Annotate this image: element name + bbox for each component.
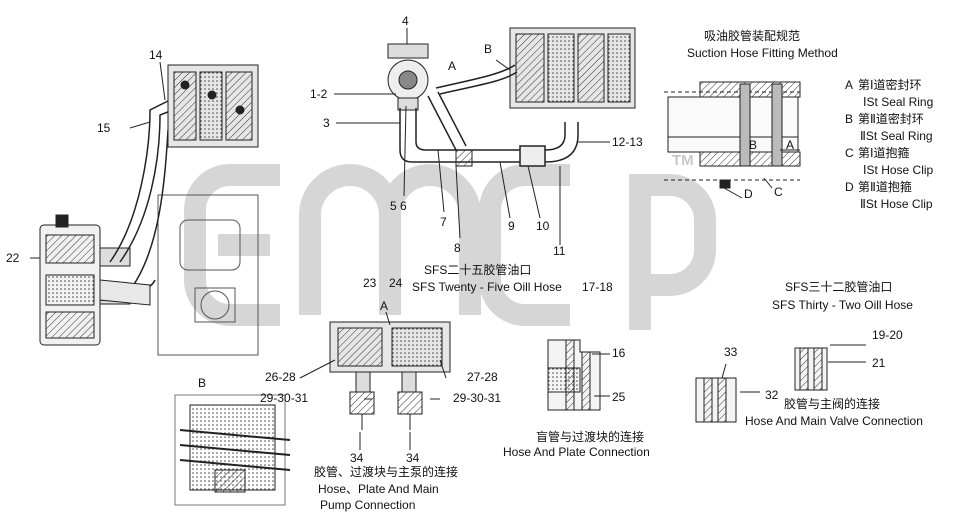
pump-feed-pipe: [99, 279, 151, 306]
callout-19-20: 19-20: [872, 328, 903, 342]
detail-b: [174, 394, 291, 506]
callout-21: 21: [872, 356, 886, 370]
section-label-d: D: [744, 187, 753, 201]
main-pump: [39, 214, 131, 346]
callout-26-28: 26-28: [265, 370, 296, 384]
valve-caption-en: Hose And Main Valve Connection: [745, 414, 923, 428]
control-valve-left: [167, 64, 259, 148]
callout-25: 25: [612, 390, 626, 404]
pump-caption-en2: Pump Connection: [320, 498, 416, 512]
legend-b-en: ⅡSt Seal Ring: [860, 129, 933, 143]
legend-b-key: B: [845, 112, 854, 126]
legend-d-en: ⅡSt Hose Clip: [860, 197, 933, 211]
legend-c-en: ⅠSt Hose Clip: [863, 163, 934, 177]
control-valve-right: [509, 27, 636, 109]
callout-4: 4: [402, 14, 409, 28]
callout-15: 15: [97, 121, 111, 135]
callout-24: 24: [389, 276, 403, 290]
callout-29-31-right: 29-30-31: [453, 391, 502, 405]
view-letter-a-top: A: [448, 59, 457, 73]
callout-34-right: 34: [406, 451, 420, 465]
legend-d-key: D: [845, 180, 854, 194]
plate-caption-cn: 盲管与过渡块的连接: [536, 430, 645, 444]
callout-11: 11: [553, 244, 566, 258]
valve-connection-section: [695, 344, 866, 423]
callout-1-2: 1-2: [310, 87, 328, 101]
pump-bracket: [157, 194, 259, 356]
watermark-logo: [184, 164, 716, 330]
legend-a-key: A: [845, 78, 854, 92]
section-label-c: C: [774, 185, 783, 199]
legend-d-cn: 第Ⅱ道抱箍: [858, 180, 912, 194]
callout-9: 9: [508, 219, 515, 233]
suction-method-title-en: Suction Hose Fitting Method: [687, 46, 838, 60]
callout-12-13: 12-13: [612, 135, 643, 149]
section-label-b: B: [749, 138, 758, 152]
sfs25-label-en: SFS Twenty - Five Oill Hose: [412, 280, 562, 294]
suction-filter: [387, 43, 429, 111]
callout-27-28: 27-28: [467, 370, 498, 384]
watermark-tm: TM: [672, 152, 694, 169]
callout-32: 32: [765, 388, 779, 402]
suction-pipe: [399, 64, 579, 167]
legend-a-en: ⅠSt Seal Ring: [863, 95, 934, 109]
pump-caption-en1: Hose、Plate And Main: [318, 482, 439, 496]
legend-b-cn: 第Ⅱ道密封环: [858, 112, 924, 126]
callout-10: 10: [536, 219, 550, 233]
callout-16: 16: [612, 346, 626, 360]
legend-c-cn: 第Ⅰ道抱箍: [858, 146, 910, 160]
sfs32-label-cn: SFS三十二胶管油口: [785, 280, 893, 294]
sfs32-label-en: SFS Thirty - Two Oill Hose: [772, 298, 913, 312]
callout-22: 22: [6, 251, 20, 265]
plate-connection-section: [547, 339, 610, 411]
section-label-a: A: [786, 138, 795, 152]
valve-caption-cn: 胶管与主阀的连接: [784, 397, 881, 411]
legend-a-cn: 第Ⅰ道密封环: [858, 78, 922, 92]
leader-lines: [30, 28, 610, 450]
pump-caption-cn: 胶管、过渡块与主泵的连接: [314, 465, 459, 479]
callout-14: 14: [149, 48, 163, 62]
transition-plate-assembly: [329, 321, 451, 430]
callout-23: 23: [363, 276, 377, 290]
callout-33: 33: [724, 345, 738, 359]
leader-a-mid: [385, 311, 391, 326]
callout-34-left: 34: [350, 451, 364, 465]
suction-method-title-cn: 吸油胶管装配规范: [704, 29, 801, 43]
callout-3: 3: [323, 116, 330, 130]
view-letter-b-detail: B: [198, 376, 207, 390]
callout-7: 7: [440, 215, 447, 229]
legend-c-key: C: [845, 146, 854, 160]
callout-5-6: 5 6: [390, 199, 407, 213]
callout-17-18: 17-18: [582, 280, 613, 294]
suction-fitting-section: [664, 81, 801, 199]
plate-caption-en: Hose And Plate Connection: [503, 445, 650, 459]
callout-8: 8: [454, 241, 461, 255]
view-letter-b-top: B: [484, 42, 493, 56]
hose-14-15: [99, 99, 179, 301]
callout-29-31-left: 29-30-31: [260, 391, 309, 405]
hose-clamp-icon: [455, 149, 473, 167]
view-letter-a-mid: A: [380, 299, 389, 313]
sfs25-label-cn: SFS二十五胶管油口: [424, 263, 532, 277]
